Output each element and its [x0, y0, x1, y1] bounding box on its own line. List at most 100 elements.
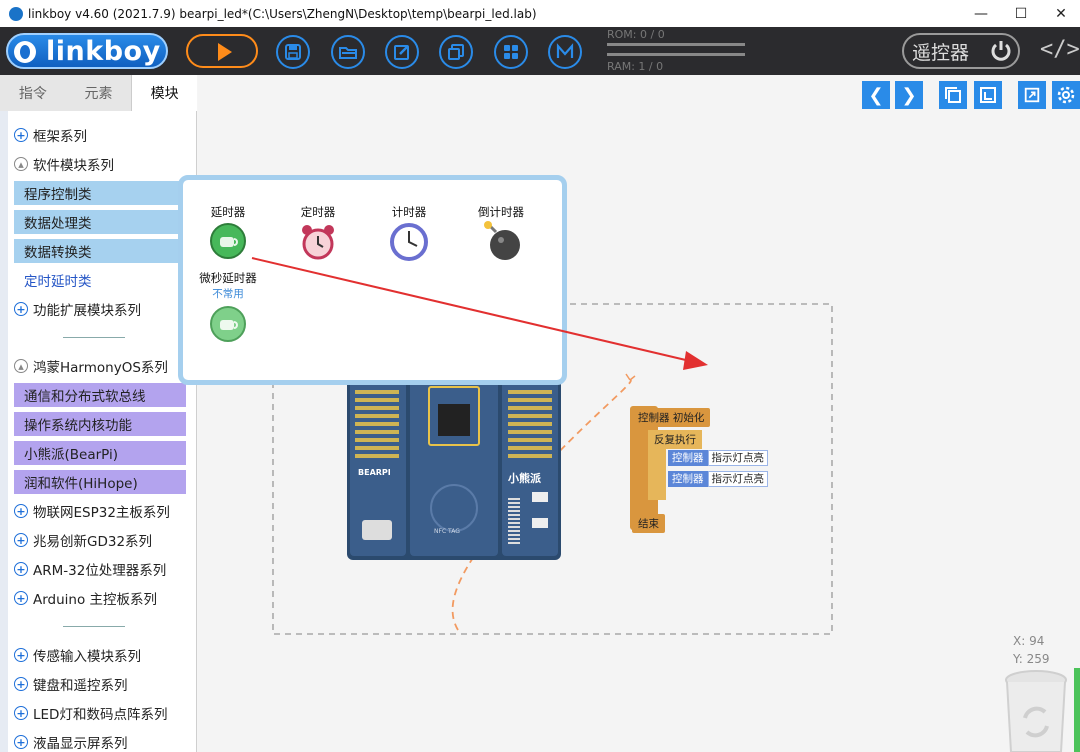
- board-name: 小熊派: [508, 472, 541, 485]
- expand-icon: +: [14, 706, 28, 720]
- tree-item-software[interactable]: ▴软件模块系列: [14, 152, 114, 176]
- tree-label: Arduino 主控板系列: [33, 592, 158, 608]
- close-button[interactable]: ✕: [1055, 5, 1067, 22]
- tab-elements[interactable]: 元素: [84, 86, 113, 102]
- copy-icon[interactable]: [939, 81, 967, 109]
- tree-item-extension[interactable]: + 功能扩展模块系列: [14, 297, 141, 321]
- window-title: linkboy v4.60 (2021.7.9) bearpi_led*(C:\…: [28, 6, 537, 21]
- fit-view-icon[interactable]: [1018, 81, 1046, 109]
- palette-tag: 不常用: [212, 288, 244, 300]
- expand-icon: +: [14, 128, 28, 142]
- rom-bar: [607, 43, 745, 46]
- block-led-label: 指示灯点亮: [707, 450, 768, 466]
- tree-label: 功能扩展模块系列: [33, 303, 141, 319]
- remote-control-button[interactable]: 遥控器: [902, 33, 1020, 69]
- block-controller-init[interactable]: 控制器 初始化: [632, 408, 711, 427]
- expand-icon: +: [14, 735, 28, 749]
- board-center-module: NFC TAG: [410, 380, 498, 556]
- ram-usage: RAM: 1 / 0: [607, 60, 664, 73]
- expand-icon: +: [14, 591, 28, 605]
- title-bar: linkboy v4.60 (2021.7.9) bearpi_led*(C:\…: [0, 0, 1080, 27]
- power-icon: [991, 41, 1011, 61]
- palette-label: 计时器: [391, 205, 427, 219]
- code-view-icon[interactable]: </>: [1040, 37, 1080, 62]
- run-button[interactable]: [186, 34, 258, 68]
- tree-label: LED灯和数码点阵系列: [33, 707, 168, 723]
- block-led-on-2[interactable]: 控制器指示灯点亮: [668, 471, 768, 487]
- edit-icon[interactable]: [385, 35, 419, 69]
- tree-label: 鸿蒙HarmonyOS系列: [33, 360, 168, 376]
- module-grid-icon[interactable]: [494, 35, 528, 69]
- expand-icon: +: [14, 533, 28, 547]
- tree-item-framework[interactable]: + 框架系列: [14, 123, 87, 147]
- tree-item-lcd[interactable]: +液晶显示屏系列: [14, 730, 128, 752]
- palette-label: 微秒延时器: [199, 271, 257, 285]
- panel-tabs: 指令 元素 模块: [0, 75, 198, 111]
- tree-subitem-program-control[interactable]: 程序控制类: [14, 181, 186, 205]
- nav-forward-icon[interactable]: ❯: [895, 81, 923, 109]
- bearpi-board[interactable]: BEARPI NFC TAG 小熊派: [347, 376, 561, 560]
- tree-item-led[interactable]: + LED灯和数码点阵系列: [14, 701, 167, 725]
- tree-subitem-softbus[interactable]: 通信和分布式软总线: [14, 383, 186, 407]
- palette-item-delay[interactable]: 延时器: [188, 204, 268, 263]
- logo-icon: [14, 41, 36, 63]
- tree-label: 框架系列: [33, 129, 87, 145]
- nav-back-icon[interactable]: ❮: [862, 81, 890, 109]
- trash-can-icon[interactable]: [1003, 668, 1069, 752]
- board-right-module: 小熊派: [502, 380, 558, 556]
- cursor-x-readout: X: 94: [1013, 634, 1045, 648]
- paste-icon[interactable]: [974, 81, 1002, 109]
- clock-icon: [390, 223, 428, 261]
- tree-item-harmony[interactable]: ▴ 鸿蒙HarmonyOS系列: [14, 354, 168, 378]
- collapse-icon: ▴: [14, 359, 28, 373]
- tree-subitem-kernel[interactable]: 操作系统内核功能: [14, 412, 186, 436]
- palette-label: 倒计时器: [478, 205, 524, 219]
- tab-instructions[interactable]: 指令: [18, 86, 47, 102]
- rom-usage: ROM: 0 / 0: [607, 28, 665, 41]
- board-nfc-label: NFC TAG: [434, 528, 460, 535]
- tree-subitem-bearpi[interactable]: 小熊派(BearPi): [14, 441, 186, 465]
- expand-icon: +: [14, 677, 28, 691]
- export-icon[interactable]: [439, 35, 473, 69]
- tab-modules[interactable]: 模块: [131, 75, 198, 111]
- palette-item-timer[interactable]: 定时器: [278, 204, 358, 265]
- main-toolbar: linkboy ROM: 0 / 0 RAM: 1 / 0 遥控器 </>: [0, 27, 1080, 75]
- palette-label: 定时器: [300, 205, 336, 219]
- open-folder-icon[interactable]: [331, 35, 365, 69]
- tree-subitem-hihope[interactable]: 润和软件(HiHope): [14, 470, 186, 494]
- palette-item-countdown[interactable]: 倒计时器: [461, 204, 541, 265]
- module-palette-popup: 延时器 定时器 计时器 倒计时器 微秒延时器 不常用: [178, 175, 567, 385]
- tree-item-arduino[interactable]: + Arduino 主控板系列: [14, 586, 157, 610]
- block-controller-label: 控制器: [668, 450, 708, 466]
- expand-icon: +: [14, 302, 28, 316]
- tree-item-esp32[interactable]: +物联网ESP32主板系列: [14, 499, 170, 523]
- block-led-label: 指示灯点亮: [707, 471, 768, 487]
- board-left-module: BEARPI: [350, 380, 406, 556]
- delay-cup-icon: [210, 223, 246, 259]
- micro-delay-cup-icon: [210, 306, 246, 342]
- tree-subitem-data-processing[interactable]: 数据处理类: [14, 210, 186, 234]
- palette-item-stopwatch[interactable]: 计时器: [369, 204, 449, 265]
- tree-subitem-timer-delay[interactable]: 定时延时类: [14, 268, 186, 292]
- block-led-on-1[interactable]: 控制器指示灯点亮: [668, 450, 768, 466]
- tree-item-gd32[interactable]: +兆易创新GD32系列: [14, 528, 152, 552]
- tree-subitem-data-conversion[interactable]: 数据转换类: [14, 239, 186, 263]
- linkboy-logo: linkboy: [6, 33, 168, 69]
- tree-item-keyboard[interactable]: + 键盘和遥控系列: [14, 672, 128, 696]
- bomb-icon: [484, 221, 520, 260]
- palette-item-micro-delay[interactable]: 微秒延时器 不常用: [188, 270, 268, 346]
- app-icon: [9, 6, 23, 21]
- block-loop[interactable]: 反复执行: [648, 430, 702, 449]
- tree-label: 键盘和遥控系列: [33, 678, 128, 694]
- tree-item-arm[interactable]: +ARM-32位处理器系列: [14, 557, 166, 581]
- block-end[interactable]: 结束: [632, 514, 665, 533]
- minimize-button[interactable]: —: [974, 5, 988, 22]
- logo-text: linkboy: [46, 36, 161, 67]
- save-icon[interactable]: [276, 35, 310, 69]
- tree-item-sensor[interactable]: +传感输入模块系列: [14, 643, 141, 667]
- settings-gear-icon[interactable]: [1052, 81, 1080, 109]
- m-mode-icon[interactable]: [548, 35, 582, 69]
- tree-separator: [63, 626, 125, 627]
- collapse-icon: ▴: [14, 157, 28, 171]
- maximize-button[interactable]: ☐: [1014, 5, 1028, 22]
